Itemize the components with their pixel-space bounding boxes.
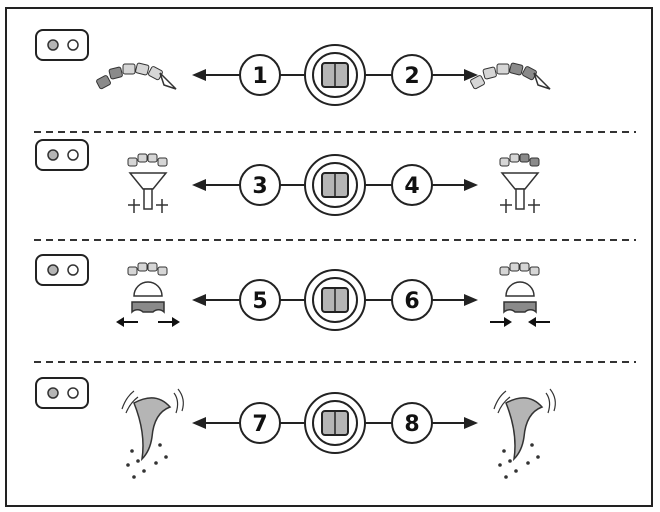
function-number-badge: 5 [239,279,281,321]
function-number: 4 [404,174,419,199]
function-number: 8 [404,412,419,437]
two-button-selector-icon [35,377,89,409]
stand-hydraulic-icon [499,153,540,213]
two-button-selector-icon [35,29,89,61]
clamp-open-icon [116,262,180,327]
joystick-icon [304,392,366,454]
spray-nozzle-icon [121,388,184,479]
function-number: 7 [252,412,267,437]
clamp-close-icon [490,262,550,327]
joystick-icon [304,269,366,331]
function-number-badge: 2 [391,54,433,96]
two-button-selector-icon [35,254,89,286]
function-number-badge: 7 [239,402,281,444]
boom-segment-curve-icon [96,62,177,90]
function-number-badge: 6 [391,279,433,321]
diagram-frame [5,7,653,507]
function-number: 6 [404,289,419,314]
joystick-icon [304,154,366,216]
function-number: 1 [252,64,267,89]
joystick-icon [304,44,366,106]
boom-segment-curve-icon [470,62,551,90]
function-number-badge: 1 [239,54,281,96]
stand-hydraulic-icon [127,153,168,213]
spray-nozzle-icon [493,388,556,479]
function-number: 3 [252,174,267,199]
two-button-selector-icon [35,139,89,171]
function-number-badge: 3 [239,164,281,206]
function-number: 5 [252,289,267,314]
function-number-badge: 8 [391,402,433,444]
function-number-badge: 4 [391,164,433,206]
function-number: 2 [404,64,419,89]
